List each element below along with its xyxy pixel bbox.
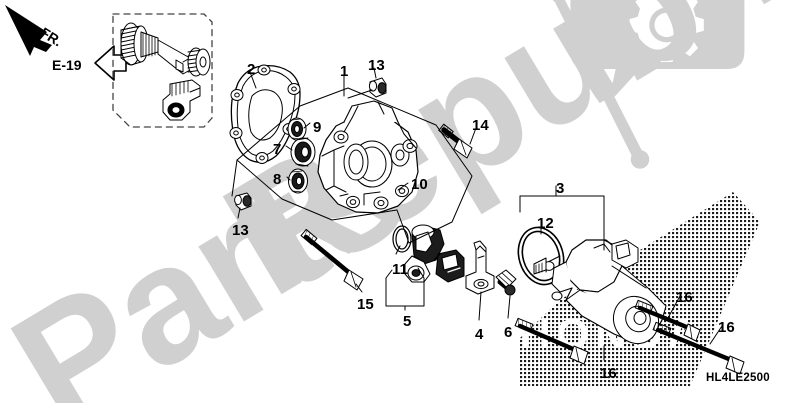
pump-cover-gasket-part xyxy=(229,64,301,164)
dowel-pin-part-13-upper xyxy=(368,77,387,98)
bolt-part-6 xyxy=(495,269,517,296)
callout-number-16: 16 xyxy=(676,289,693,306)
callout-number-1: 1 xyxy=(340,63,349,80)
section-reference-label: E-19 xyxy=(52,57,82,73)
o-ring-part-12 xyxy=(517,226,565,286)
callout-number-13: 13 xyxy=(368,57,385,74)
section-reference-arrow-icon xyxy=(94,45,127,81)
callout-number-14: 14 xyxy=(472,117,489,134)
callout-number-15: 15 xyxy=(357,296,374,313)
callout-leader-lines xyxy=(237,67,723,361)
motor-mount-bolt-part-16-c xyxy=(514,317,589,365)
callout-number-11: 11 xyxy=(392,261,408,278)
callout-number-3: 3 xyxy=(556,180,565,197)
callout-number-5: 5 xyxy=(403,313,412,330)
mechanical-seal-part-7 xyxy=(290,137,316,167)
water-pump-body-part-1 xyxy=(317,100,419,214)
drawing-code-label: HL4LE2500 xyxy=(706,372,770,384)
oil-seal-part-8 xyxy=(288,168,308,194)
o-ring-part-11 xyxy=(392,225,412,253)
callout-number-10: 10 xyxy=(411,176,428,193)
sensor-unit-part-5 xyxy=(404,224,465,283)
bolt-part-14 xyxy=(438,123,473,159)
callout-number-6: 6 xyxy=(504,324,513,341)
drive-gear-and-shaft-assembly xyxy=(120,22,211,121)
callout-number-12: 12 xyxy=(537,215,554,232)
cable-stay-bracket-part-4 xyxy=(465,240,495,295)
callout-number-4: 4 xyxy=(475,326,484,343)
callout-number-2: 2 xyxy=(247,61,256,78)
front-direction-arrow-icon xyxy=(5,5,52,56)
motor-mount-bolt-part-16-a xyxy=(634,299,701,342)
callout-number-16: 16 xyxy=(600,365,617,382)
seal-part-9 xyxy=(287,117,307,141)
callout-number-13: 13 xyxy=(232,222,249,239)
callout-number-16: 16 xyxy=(718,319,735,336)
callout-number-9: 9 xyxy=(313,119,322,136)
bolt-part-15 xyxy=(300,228,364,291)
subassembly-dashed-boundary xyxy=(112,13,213,128)
callout-number-7: 7 xyxy=(273,141,282,158)
callout-number-8: 8 xyxy=(273,171,282,188)
motor-mount-bolt-part-16-b xyxy=(652,321,745,375)
assembly-grouping-lines xyxy=(231,87,605,251)
dowel-pin-part-13-lower xyxy=(234,192,252,211)
